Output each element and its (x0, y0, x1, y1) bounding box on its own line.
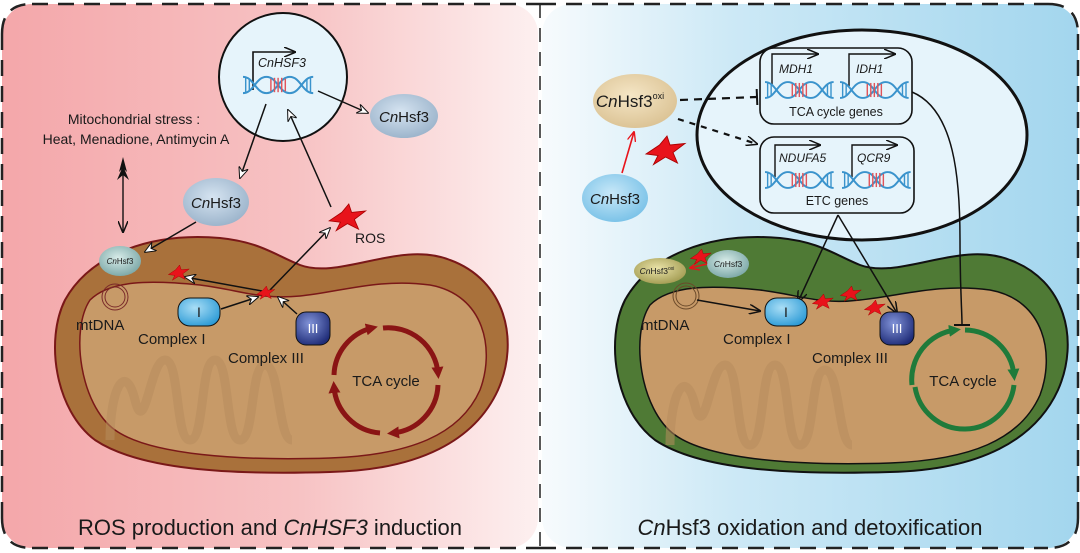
complex-i-label: Complex I (723, 331, 791, 348)
right-panel: MDH1 IDH1 TCA cycle genes NDUFA5 QCR9 ET… (539, 2, 1080, 550)
arrow-protein-to-mitochondrion (145, 221, 197, 252)
left-panel: CnHSF3 CnHsf3 CnHsf3 CnHsf3 Mitochondria… (0, 2, 540, 550)
inhibition-tca-cycle (911, 91, 971, 327)
gene-label-ndufa5: NDUFA5 (779, 151, 826, 165)
svg-text:CnHsf3oxi: CnHsf3oxi (596, 91, 664, 111)
svg-text:III: III (892, 321, 903, 336)
gene-label-idh1: IDH1 (856, 62, 883, 76)
stress-title: Mitochondrial stress : (68, 111, 200, 127)
arrow-oxidation (621, 132, 634, 174)
stress-arrow-icon (117, 157, 129, 232)
left-panel-caption: ROS production and CnHSF3 induction (78, 515, 462, 540)
arrow-nucleus-to-protein-right (317, 90, 368, 113)
transcription-start-arrow (252, 52, 295, 90)
complex-iii-label: Complex III (228, 350, 304, 367)
transcription-start-arrow (771, 54, 818, 86)
cnhsf3-protein-cytoplasm: CnHsf3 (183, 178, 249, 226)
arrow-complex1-to-ros (220, 297, 258, 310)
svg-text:CnHsf3oxi: CnHsf3oxi (640, 266, 675, 276)
tca-cycle-label: TCA cycle (929, 373, 997, 390)
right-panel-border (540, 2, 1080, 550)
svg-text:CnHsf3: CnHsf3 (714, 259, 743, 269)
cnhsf3-oxi-protein: CnHsf3oxi (593, 74, 677, 128)
left-panel-border (0, 2, 540, 550)
nucleus-circle (218, 12, 348, 142)
gene-label-mdh1: MDH1 (779, 62, 813, 76)
cnhsf3-protein-cytoplasm-right: CnHsf3 (370, 94, 438, 138)
right-panel-caption: CnHsf3 oxidation and detoxification (638, 515, 983, 540)
arrow-mito-oxidation (690, 264, 708, 268)
tca-cycle-left (328, 323, 444, 439)
transcription-start-arrow (848, 54, 895, 86)
ros-label: ROS (355, 230, 385, 246)
arrow-ros-to-ims (185, 277, 263, 292)
svg-text:I: I (197, 304, 201, 320)
svg-text:CnHsf3: CnHsf3 (379, 109, 429, 126)
arrow-mtdna-to-complex-i (696, 299, 760, 311)
mtdna-label: mtDNA (641, 317, 689, 334)
complex-i: I (177, 297, 221, 327)
etc-genes-label: ETC genes (806, 194, 869, 208)
mtdna-icon (672, 282, 700, 310)
svg-text:I: I (784, 304, 788, 320)
arrow-ros-to-nucleus (288, 110, 332, 208)
nucleus-left: CnHSF3 (218, 12, 348, 142)
cristae-folds (105, 355, 295, 445)
cnhsf3-protein-mitochondrial: CnHsf3 (99, 246, 141, 276)
arrow-ros-release (269, 228, 330, 291)
arrow-etc-to-complex-i (798, 214, 839, 302)
arrow-nucleus-to-protein (240, 103, 267, 178)
gene-label-cnhsf3: CnHSF3 (258, 56, 306, 70)
tca-cycle-label: TCA cycle (352, 373, 420, 390)
svg-text:CnHsf3: CnHsf3 (191, 195, 241, 212)
tca-genes-label: TCA cycle genes (789, 105, 883, 119)
cnhsf3-protein: CnHsf3 (582, 174, 648, 222)
cnhsf3-oxi-protein-mitochondrial: CnHsf3oxi (634, 258, 686, 284)
transcription-start-arrow (774, 145, 820, 177)
stress-agents: Heat, Menadione, Antimycin A (43, 131, 230, 147)
arrow-complex3-to-ros (278, 297, 298, 315)
complex-i: I (764, 297, 808, 327)
etc-genes-box: NDUFA5 QCR9 ETC genes (759, 136, 915, 214)
tca-genes-box: MDH1 IDH1 TCA cycle genes (759, 47, 913, 125)
transcription-start-arrow (851, 145, 897, 177)
activation-etc-genes (677, 117, 757, 144)
complex-iii: III (295, 311, 331, 346)
svg-text:III: III (308, 321, 319, 336)
complex-i-label: Complex I (138, 331, 206, 348)
complex-iii: III (879, 311, 915, 346)
mtdna-label: mtDNA (76, 317, 124, 334)
gene-label-qcr9: QCR9 (857, 151, 891, 165)
cnhsf3-protein-mitochondrial: CnHsf3 (707, 250, 749, 278)
complex-iii-label: Complex III (812, 350, 888, 367)
arrow-etc-to-complex-iii (837, 214, 897, 313)
mtdna-icon (101, 283, 129, 311)
svg-text:CnHsf3: CnHsf3 (107, 257, 134, 266)
tca-cycle-right (909, 324, 1020, 432)
svg-text:CnHsf3: CnHsf3 (590, 191, 640, 208)
cristae-folds (665, 360, 855, 450)
